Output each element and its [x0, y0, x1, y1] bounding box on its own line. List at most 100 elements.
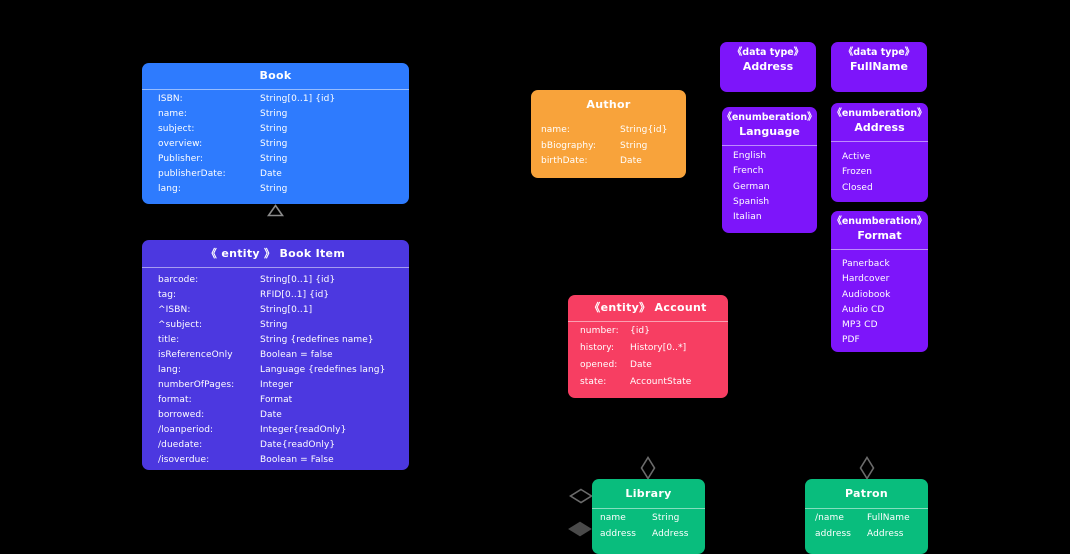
attribute-name: address	[815, 529, 852, 539]
stereotype-label: 《data type》	[732, 47, 804, 58]
attribute-name: tag:	[158, 290, 177, 300]
enumeration-box-format[interactable]: 《enumberation》 Format Panerback Hardcove…	[831, 211, 928, 352]
attribute-list: name:String{id} bBiography: String birthD…	[531, 120, 686, 170]
enum-value: Active	[842, 152, 871, 162]
attribute-name: subject:	[158, 124, 195, 134]
attribute-name: isReferenceOnly	[158, 350, 233, 360]
enumeration-box-language[interactable]: 《enumberation》 Language English French G…	[722, 107, 817, 233]
attribute-type: Date	[630, 360, 652, 370]
attribute-row: /loanperiod:Integer{readOnly}	[142, 423, 409, 438]
generalization-triangle-icon[interactable]	[266, 202, 285, 221]
divider	[831, 249, 928, 250]
attribute-type: RFID[0..1] {id}	[260, 290, 330, 300]
enum-value: Closed	[842, 182, 873, 193]
aggregation-diamond-icon[interactable]	[640, 455, 656, 484]
aggregation-diamond-icon[interactable]	[859, 455, 875, 484]
attribute-row: tag: RFID[0..1] {id}	[142, 288, 409, 303]
class-title: 《 entity 》 Book Item	[205, 247, 346, 260]
enum-value: Spanish	[733, 196, 770, 207]
class-box-book[interactable]: Book ISBN:String[0..1] {id} name:String …	[142, 63, 409, 204]
attribute-name: barcode:	[158, 275, 199, 285]
attribute-type: Date{readOnly}	[260, 440, 336, 450]
enum-value: MP3 CD	[842, 320, 878, 331]
attribute-row: name:String{id}	[531, 123, 686, 139]
attribute-name: ISBN:	[158, 94, 183, 104]
attribute-row: publisherDate: Date	[142, 167, 409, 182]
attribute-name: ^ISBN:	[158, 305, 191, 315]
class-box-book-item[interactable]: 《 entity 》 Book Item barcode: String[0..1…	[142, 240, 409, 470]
attribute-name: bBiography:	[541, 140, 597, 151]
attribute-type: FullName	[867, 513, 910, 523]
attribute-name: title:	[158, 335, 180, 345]
enum-value: Panerback	[842, 259, 890, 269]
attribute-row: address Address	[805, 526, 928, 542]
attribute-type: Date	[260, 169, 282, 179]
attribute-name: publisherDate:	[158, 169, 226, 179]
stereotype-label: 《data type》	[843, 47, 915, 58]
attribute-type: Address	[867, 529, 904, 539]
datatype-box-address[interactable]: 《data type》 Address	[720, 42, 816, 92]
datatype-box-fullname[interactable]: 《data type》 FullName	[831, 42, 927, 92]
attribute-name: /duedate:	[158, 440, 203, 450]
divider	[722, 145, 817, 146]
attribute-type: Boolean = False	[260, 455, 334, 465]
enum-value: French	[733, 166, 764, 177]
attribute-type: Date	[620, 156, 642, 166]
attribute-type: Boolean = false	[260, 350, 333, 360]
divider	[142, 267, 409, 268]
attribute-name: /isoverdue:	[158, 455, 210, 465]
class-title: Book	[259, 69, 292, 82]
attribute-list: number:{id} history:History[0..*] opened…	[568, 322, 728, 391]
attribute-row: birthDate:Date	[531, 154, 686, 170]
attribute-type: String	[260, 320, 288, 330]
attribute-type: String[0..1] {id}	[260, 275, 336, 285]
attribute-row: isReferenceOnly Boolean = false	[142, 348, 409, 363]
class-box-author[interactable]: Author name:String{id} bBiography: String…	[531, 90, 686, 178]
stereotype-label: 《enumberation》	[832, 108, 927, 119]
attribute-row: borrowed:Date	[142, 408, 409, 423]
attribute-row: history:History[0..*]	[568, 340, 728, 357]
attribute-type: String	[260, 184, 288, 194]
attribute-row: name:String	[142, 107, 409, 122]
divider	[831, 141, 928, 142]
class-title: Patron	[844, 487, 889, 500]
enum-value-list: Panerback Hardcover Audiobook Audio CD M…	[831, 250, 928, 349]
stereotype-label: 《enumberation》	[832, 216, 927, 227]
class-box-patron[interactable]: Patron /name FullName address Address	[805, 479, 928, 554]
aggregation-diamond-icon[interactable]	[568, 488, 594, 508]
enum-value-list: English French German Spanish Italian	[722, 146, 817, 225]
attribute-type: Language {redefines lang}	[260, 365, 386, 375]
attribute-list: ISBN:String[0..1] {id} name:String subje…	[142, 90, 409, 197]
attribute-type: String	[260, 124, 288, 134]
enum-value: Frozen	[842, 167, 873, 178]
attribute-name: /name	[815, 513, 845, 523]
attribute-row: ^subject:String	[142, 318, 409, 333]
divider	[592, 508, 705, 509]
attribute-name: name:	[158, 109, 188, 119]
attribute-name: state:	[580, 377, 607, 387]
enum-value: Italian	[733, 212, 762, 223]
enum-value: Audiobook	[842, 289, 891, 300]
attribute-list: /name FullName address Address	[805, 509, 928, 542]
attribute-row: format:Format	[142, 393, 409, 408]
class-box-account[interactable]: 《entity》 Account number:{id} history:His…	[568, 295, 728, 398]
attribute-row: lang:String	[142, 182, 409, 197]
attribute-row: /isoverdue: Boolean = False	[142, 453, 409, 468]
attribute-type: String[0..1] {id}	[260, 94, 336, 104]
class-title: Library	[625, 487, 672, 500]
attribute-type: String	[620, 140, 648, 151]
attribute-row: subject: String	[142, 122, 409, 137]
attribute-type: String{id}	[620, 125, 668, 135]
class-title: Author	[586, 98, 631, 111]
enumeration-name: Address	[854, 121, 905, 134]
attribute-type: String	[260, 139, 288, 149]
attribute-row: ISBN: String[0..1] {id}	[142, 92, 409, 107]
enumeration-box-address[interactable]: 《enumberation》 Address Active Frozen Clo…	[831, 103, 928, 202]
attribute-type: Integer	[260, 380, 294, 390]
enum-value-list: Active Frozen Closed	[831, 142, 928, 196]
composition-diamond-icon[interactable]	[568, 521, 592, 541]
